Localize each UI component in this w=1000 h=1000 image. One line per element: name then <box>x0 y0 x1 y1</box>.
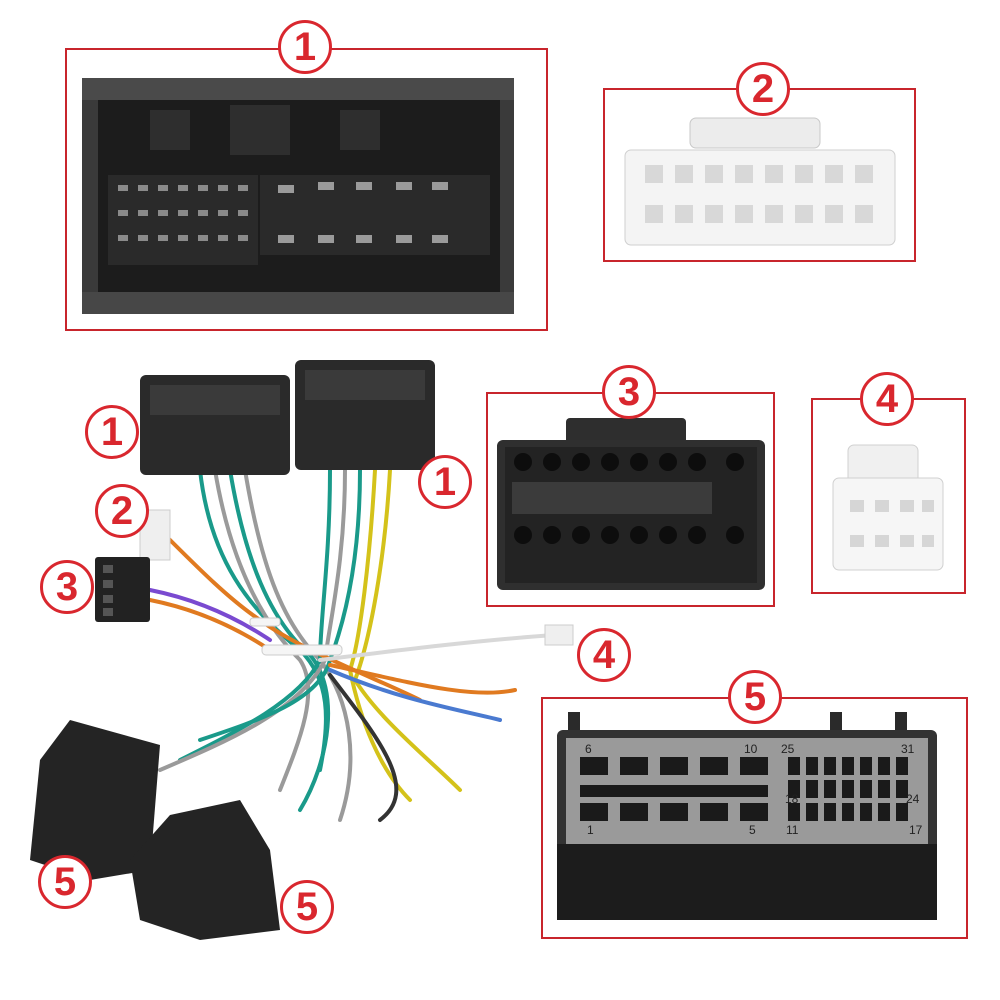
badge-harness-5-right: 5 <box>280 880 334 934</box>
badge-harness-4: 4 <box>577 628 631 682</box>
panel-connector-5 <box>541 697 968 939</box>
badge-connector-2: 2 <box>736 62 790 116</box>
zip-ties <box>249 617 343 656</box>
badge-connector-1: 1 <box>278 20 332 74</box>
harness-connector-1-left <box>140 375 290 475</box>
panel-connector-3 <box>486 392 775 607</box>
harness-connector-1-right <box>295 360 435 470</box>
badge-harness-5-left: 5 <box>38 855 92 909</box>
pin-label-24: 24 <box>906 792 920 806</box>
pin-label-1: 1 <box>587 823 594 837</box>
pin-label-25: 25 <box>781 742 795 756</box>
pin-label-11: 11 <box>786 823 799 837</box>
panel-connector-4 <box>811 398 966 594</box>
badge-harness-1-left: 1 <box>85 405 139 459</box>
badge-connector-4: 4 <box>860 372 914 426</box>
harness-connector-5-left <box>30 720 160 880</box>
pin-label-10: 10 <box>744 742 758 756</box>
badge-connector-3: 3 <box>602 365 656 419</box>
pin-label-31: 31 <box>901 742 915 756</box>
badge-connector-5: 5 <box>728 670 782 724</box>
harness-connector-5-right <box>130 800 280 940</box>
pin-label-17: 17 <box>909 823 923 837</box>
badge-harness-3: 3 <box>40 560 94 614</box>
panel-connector-1 <box>65 48 548 331</box>
pin-label-5: 5 <box>749 823 756 837</box>
pin-label-18: 18 <box>785 792 799 806</box>
badge-harness-2: 2 <box>95 484 149 538</box>
harness-connector-3 <box>95 557 150 622</box>
pin-label-6: 6 <box>585 742 592 756</box>
badge-harness-1-right: 1 <box>418 455 472 509</box>
harness-connector-4 <box>544 624 574 646</box>
